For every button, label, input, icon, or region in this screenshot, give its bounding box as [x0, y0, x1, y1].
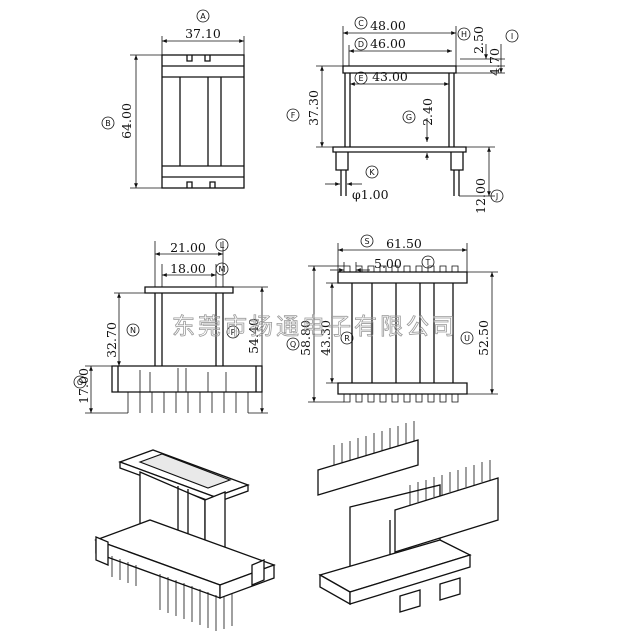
pin-q-ref: Q [290, 340, 296, 349]
side-h-ref: H [461, 30, 467, 39]
pin-u-value: 52.50 [476, 320, 491, 356]
side-d-ref: D [358, 40, 364, 49]
top-view: 37.10 A 64.00 B [101, 9, 245, 189]
pin-s-value: 61.50 [386, 236, 422, 251]
top-width-ref: A [200, 12, 206, 21]
pin-view: 61.50 S 5.00 T 58.80 Q 43.30 R 52.50 U [286, 234, 498, 403]
top-height-ref: B [105, 119, 111, 128]
front-l-value: 21.00 [170, 240, 206, 255]
side-h-value: 2.50 [471, 26, 486, 54]
side-f-value: 37.30 [306, 90, 321, 126]
side-f-ref: F [291, 111, 296, 120]
side-g-value: 2.40 [420, 98, 435, 126]
pin-u-ref: U [464, 334, 470, 343]
front-o-ref: O [77, 378, 83, 387]
front-l-ref: L [220, 241, 225, 250]
side-i-value: 4.70 [487, 48, 502, 76]
pin-s-ref: S [364, 237, 369, 246]
side-j-value: 12.00 [473, 178, 488, 214]
side-c-ref: C [358, 19, 364, 28]
side-k-ref: K [369, 168, 375, 177]
isometric-view-right [317, 421, 499, 613]
side-e-ref: E [358, 74, 363, 83]
pin-t-ref: T [425, 258, 431, 267]
side-i-ref: I [511, 32, 513, 41]
front-o-value: 17.00 [76, 368, 91, 404]
front-view: 21.00 L 18.00 M 32.70 N 17.00 O 54.40 P [73, 238, 268, 414]
pin-r-ref: R [344, 334, 350, 343]
front-n-value: 32.70 [104, 322, 119, 358]
isometric-view-left [94, 449, 276, 631]
company-watermark: 东莞市扬通电子有限公司 [172, 314, 458, 340]
side-g-ref: G [406, 113, 412, 122]
side-e-value: 43.00 [372, 69, 408, 84]
pin-r-value: 43.30 [318, 320, 333, 356]
front-p-ref: P [231, 328, 236, 337]
front-p-value: 54.40 [246, 318, 261, 354]
side-c-value: 48.00 [370, 18, 406, 33]
side-k-value: φ1.00 [352, 187, 389, 202]
front-m-value: 18.00 [170, 261, 206, 276]
front-m-ref: M [219, 265, 226, 274]
front-n-ref: N [130, 326, 136, 335]
side-j-ref: J [495, 192, 498, 201]
top-height-value: 64.00 [119, 103, 134, 139]
top-width-value: 37.10 [185, 26, 221, 41]
side-view: 48.00 C 46.00 D 43.00 E 37.30 F 2.40 G 2… [286, 16, 519, 214]
side-d-value: 46.00 [370, 36, 406, 51]
pin-q-value: 58.80 [298, 320, 313, 356]
pin-t-value: 5.00 [374, 256, 402, 271]
